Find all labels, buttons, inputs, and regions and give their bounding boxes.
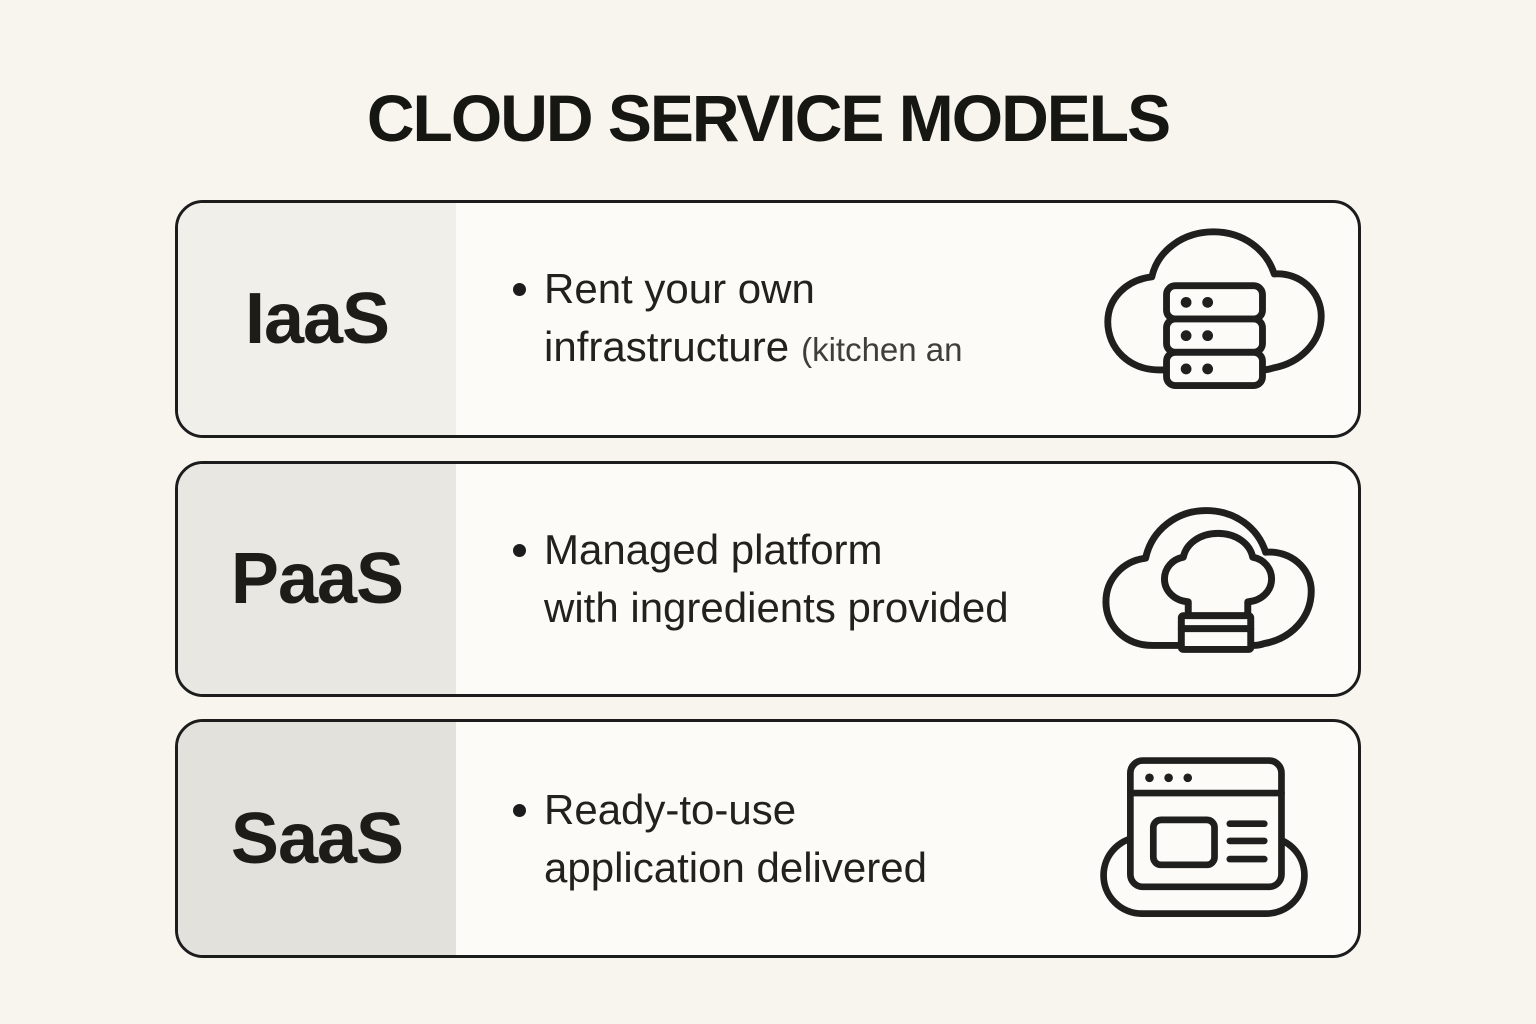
service-label-saas: SaaS [230, 798, 404, 879]
bullet-line-2: with ingredients provided [544, 584, 1009, 631]
bullet-dot [513, 544, 526, 557]
service-label-iaas: IaaS [244, 279, 390, 359]
label-panel-iaas: IaaS [178, 203, 456, 435]
bullet-dot [513, 282, 526, 296]
card-content-paas: Managed platform with ingredients provid… [456, 464, 1358, 694]
bullet-text-saas: Ready-to-use application delivered [544, 781, 927, 897]
bullet-item-paas: Managed platform with ingredients provid… [513, 521, 1009, 637]
page-title: CLOUD SERVICE MODELS [366, 81, 1171, 155]
bullet-line-2: infrastructure (kitchen an [544, 318, 963, 379]
label-panel-paas: PaaS [178, 464, 456, 694]
bullet-line-1: Ready-to-use [544, 785, 797, 833]
label-panel-saas: SaaS [178, 722, 456, 955]
cloud-server-icon [1097, 221, 1332, 417]
bullet-suffix: (kitchen an [801, 330, 963, 368]
card-paas: PaaS Managed platform with ingredients p… [175, 461, 1361, 697]
service-label-paas: PaaS [230, 539, 404, 619]
bullet-dot [513, 803, 526, 817]
card-saas: SaaS Ready-to-use application delivered [175, 719, 1361, 958]
cloud-chef-hat-icon [1096, 495, 1344, 664]
bullet-line-2: application delivered [544, 843, 927, 891]
browser-on-plate-icon [1094, 743, 1314, 934]
bullet-text-iaas: Rent your own infrastructure (kitchen an [544, 260, 963, 379]
bullet-item-iaas: Rent your own infrastructure (kitchen an [513, 260, 963, 379]
bullet-line-1: Rent your own [544, 264, 815, 312]
card-iaas: IaaS Rent your own infrastructure (kitche… [175, 200, 1361, 438]
bullet-item-saas: Ready-to-use application delivered [513, 781, 927, 897]
bullet-line-2-main: infrastructure [544, 322, 790, 370]
card-content-saas: Ready-to-use application delivered [456, 722, 1358, 955]
card-content-iaas: Rent your own infrastructure (kitchen an [456, 203, 1358, 435]
bullet-line-1: Managed platform [544, 526, 883, 573]
bullet-text-paas: Managed platform with ingredients provid… [544, 521, 1009, 637]
